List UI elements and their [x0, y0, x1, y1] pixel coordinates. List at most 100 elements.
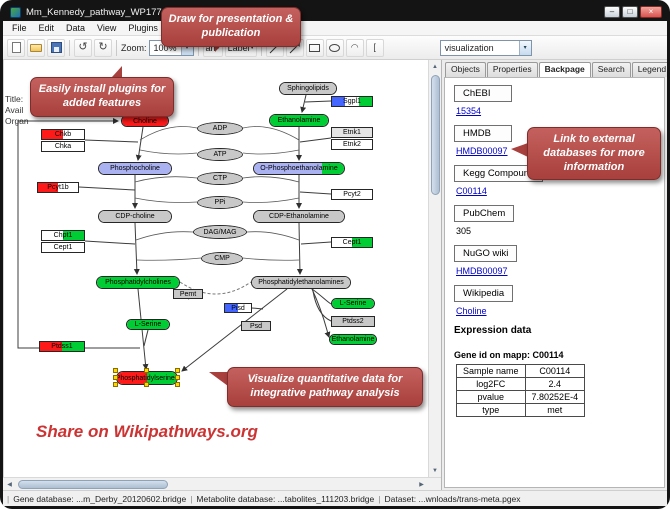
pathway-node-cdp-choline[interactable]: CDP-choline: [98, 210, 172, 223]
menu-plugins[interactable]: Plugins: [128, 23, 158, 33]
maximize-button[interactable]: □: [622, 6, 638, 18]
pathway-node-pcyt1b[interactable]: Pcyt1b: [37, 182, 79, 193]
pathway-node-choline[interactable]: Choline: [121, 115, 169, 127]
horizontal-scrollbar[interactable]: ◀ ▶: [3, 477, 441, 491]
node-fill: [252, 277, 350, 288]
pathway-node-chpt1[interactable]: Chpt1: [41, 230, 85, 241]
rectangle-tool-button[interactable]: [305, 38, 324, 57]
backpage-link-wikipedia[interactable]: Choline: [456, 306, 487, 316]
vertical-scroll-thumb[interactable]: [430, 75, 440, 195]
tab-search[interactable]: Search: [591, 62, 631, 77]
pathway-node-chkb[interactable]: Chkb: [41, 129, 85, 140]
redo-button[interactable]: ↻: [94, 38, 112, 57]
ellipse-tool-button[interactable]: [325, 38, 344, 57]
table-cell: 2.4: [524, 377, 586, 391]
pathway-node-dag-mag[interactable]: DAG/MAG: [193, 225, 247, 239]
pathway-node-etnk2[interactable]: Etnk2: [331, 139, 373, 150]
pathway-node-adp[interactable]: ADP: [197, 122, 243, 135]
backpage-section-header: HMDB: [454, 125, 512, 142]
pathway-node-cmp[interactable]: CMP: [201, 252, 243, 265]
selection-handle[interactable]: [113, 375, 118, 380]
pathway-node-ptdss1[interactable]: Ptdss1: [39, 341, 85, 352]
scroll-up-icon[interactable]: ▲: [432, 63, 438, 70]
node-fill: [332, 238, 372, 247]
scroll-down-icon[interactable]: ▼: [432, 467, 438, 474]
table-cell: log2FC: [456, 377, 526, 391]
backpage-link-hmdb[interactable]: HMDB00097: [456, 146, 508, 156]
pathway-node-pemt[interactable]: Pemt: [173, 289, 203, 299]
pathway-node-sgpl1[interactable]: Sgpl1: [331, 96, 373, 107]
visualization-combobox[interactable]: visualization ▾: [439, 39, 532, 56]
selection-handle[interactable]: [144, 382, 149, 387]
vertical-scrollbar[interactable]: ▲ ▼: [428, 60, 441, 477]
pathway-node-atp[interactable]: ATP: [197, 148, 243, 161]
pathway-node-chka[interactable]: Chka: [41, 141, 85, 152]
pathway-node-l-serine-right[interactable]: L-Serine: [331, 298, 375, 309]
selection-handle[interactable]: [175, 382, 180, 387]
pathway-node-pisd[interactable]: Pisd: [224, 303, 252, 313]
arc-tool-button[interactable]: ◠: [345, 38, 364, 57]
pathway-node-ptdss2[interactable]: Ptdss2: [331, 316, 375, 327]
pathway-node-phosphatidylethanolamines[interactable]: Phosphatidylethanolamines: [251, 276, 351, 289]
selection-handle[interactable]: [144, 368, 149, 373]
undo-button[interactable]: ↺: [74, 38, 92, 57]
backpage-link-kegg[interactable]: C00114: [456, 186, 487, 196]
pathway-node-cept1-left[interactable]: Cept1: [41, 242, 85, 253]
node-label: Cept1: [53, 244, 73, 251]
tab-objects[interactable]: Objects: [445, 62, 486, 77]
pathway-node-etnk1[interactable]: Etnk1: [331, 127, 373, 138]
node-fill: [122, 116, 168, 126]
menu-file[interactable]: File: [12, 23, 27, 33]
tab-backpage[interactable]: Backpage: [538, 62, 591, 77]
menu-edit[interactable]: Edit: [38, 23, 55, 33]
bracket-tool-button[interactable]: [: [365, 38, 384, 57]
minimize-button[interactable]: –: [604, 6, 620, 18]
undo-icon: ↺: [78, 41, 88, 53]
node-fill: [42, 243, 84, 252]
pathway-node-phosphatidylcholines[interactable]: Phosphatidylcholines: [96, 276, 180, 289]
rectangle-icon: [309, 43, 321, 52]
node-label: Ethanolamine: [277, 117, 321, 124]
pathway-node-ppi[interactable]: PPi: [197, 196, 243, 209]
tab-properties[interactable]: Properties: [486, 62, 538, 77]
pathway-node-ctp[interactable]: CTP: [197, 172, 243, 185]
node-label: CDP-choline: [115, 213, 155, 220]
menu-data[interactable]: Data: [66, 23, 86, 33]
pathway-node-phosphatidylserines[interactable]: Phosphatidylserines: [113, 368, 180, 387]
selection-handle[interactable]: [175, 368, 180, 373]
open-button[interactable]: [27, 38, 45, 57]
selection-handle[interactable]: [175, 375, 180, 380]
selection-handle[interactable]: [113, 382, 118, 387]
new-button[interactable]: [7, 38, 25, 57]
backpage-section-hmdb: HMDB HMDB00097: [454, 125, 655, 156]
node-fill: [99, 163, 171, 174]
node-label: O-Phosphoethanolamine: [260, 165, 338, 172]
callout-visualize-pointer: [209, 372, 228, 386]
node-label: L-Serine: [134, 321, 162, 328]
pathway-node-ethanolamine[interactable]: Ethanolamine: [269, 114, 329, 127]
pathway-node-pcyt2[interactable]: Pcyt2: [331, 189, 373, 200]
node-label: Phosphatidylserines: [117, 374, 177, 382]
pathway-node-psd[interactable]: Psd: [241, 321, 271, 331]
pathway-node-phosphocholine[interactable]: Phosphocholine: [98, 162, 172, 175]
pathway-node-o-phosphoethanolamine[interactable]: O-Phosphoethanolamine: [253, 162, 345, 175]
horizontal-scroll-thumb[interactable]: [18, 479, 168, 489]
pathway-node-l-serine-left[interactable]: L-Serine: [126, 319, 170, 330]
scroll-right-icon[interactable]: ▶: [419, 481, 424, 488]
pathway-node-sphingolipids[interactable]: Sphingolipids: [279, 82, 337, 95]
pathway-node-cept1-right[interactable]: Cept1: [331, 237, 373, 248]
tab-legend[interactable]: Legend: [631, 62, 667, 77]
node-label: Phosphatidylcholines: [105, 279, 171, 286]
scroll-left-icon[interactable]: ◀: [7, 481, 12, 488]
close-button[interactable]: ×: [640, 6, 662, 18]
selection-handle[interactable]: [113, 368, 118, 373]
backpage-link-chebi[interactable]: 15354: [456, 106, 482, 116]
menu-view[interactable]: View: [97, 23, 117, 33]
pathway-node-cdp-ethanolamine[interactable]: CDP-Ethanolamine: [253, 210, 345, 223]
save-button[interactable]: [47, 38, 65, 57]
node-label: Pcyt2: [343, 191, 361, 198]
backpage-link-nugo-wiki[interactable]: HMDB00097: [456, 266, 508, 276]
pathway-node-ethanolamine-2[interactable]: Ethanolamine: [329, 334, 377, 345]
